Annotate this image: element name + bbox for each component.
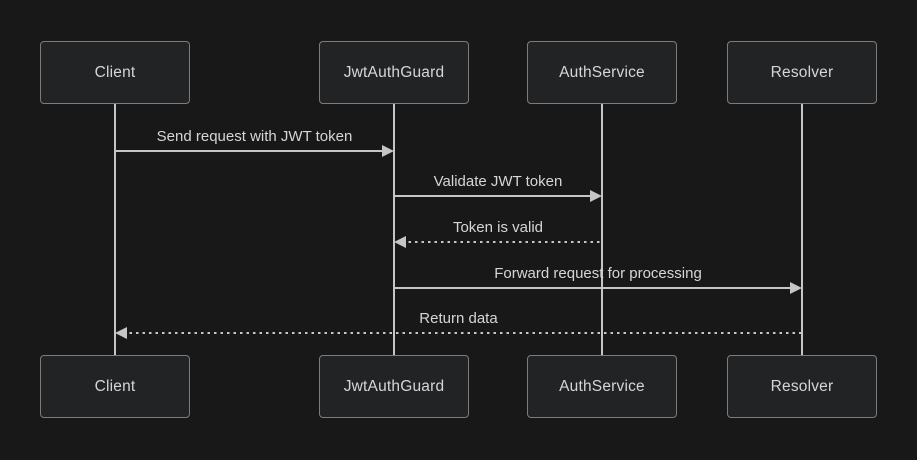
- message-line-forward-request: [394, 287, 794, 289]
- lifeline-jwtauthguard: [393, 104, 395, 356]
- arrowhead-right-icon: [382, 145, 394, 157]
- arrowhead-left-icon: [115, 327, 127, 339]
- actor-label-authservice: AuthService: [559, 63, 645, 81]
- actor-box-client-top: Client: [40, 41, 190, 104]
- actor-box-authservice-bottom: AuthService: [527, 355, 677, 418]
- actor-label-resolver: Resolver: [770, 377, 834, 395]
- message-line-send-request: [115, 150, 386, 152]
- actor-label-authservice: AuthService: [559, 377, 645, 395]
- arrowhead-right-icon: [590, 190, 602, 202]
- actor-box-jwtauthguard-bottom: JwtAuthGuard: [319, 355, 469, 418]
- message-label-token-valid: Token is valid: [452, 219, 544, 236]
- message-line-token-valid: [402, 241, 602, 243]
- actor-box-resolver-top: Resolver: [727, 41, 877, 104]
- actor-label-resolver: Resolver: [770, 63, 834, 81]
- message-label-forward-request: Forward request for processing: [494, 265, 702, 282]
- message-label-validate-token: Validate JWT token: [433, 173, 563, 190]
- actor-label-jwtauthguard: JwtAuthGuard: [343, 63, 445, 81]
- lifeline-client: [114, 104, 116, 356]
- actor-box-client-bottom: Client: [40, 355, 190, 418]
- message-label-return-data: Return data: [419, 310, 498, 327]
- lifeline-authservice: [601, 104, 603, 356]
- actor-label-client: Client: [94, 377, 136, 395]
- lifeline-resolver: [801, 104, 803, 356]
- actor-box-authservice-top: AuthService: [527, 41, 677, 104]
- message-line-validate-token: [394, 195, 594, 197]
- message-line-return-data: [123, 332, 802, 334]
- actor-box-resolver-bottom: Resolver: [727, 355, 877, 418]
- actor-label-jwtauthguard: JwtAuthGuard: [343, 377, 445, 395]
- arrowhead-right-icon: [790, 282, 802, 294]
- actor-box-jwtauthguard-top: JwtAuthGuard: [319, 41, 469, 104]
- actor-label-client: Client: [94, 63, 136, 81]
- arrowhead-left-icon: [394, 236, 406, 248]
- message-label-send-request: Send request with JWT token: [156, 128, 353, 145]
